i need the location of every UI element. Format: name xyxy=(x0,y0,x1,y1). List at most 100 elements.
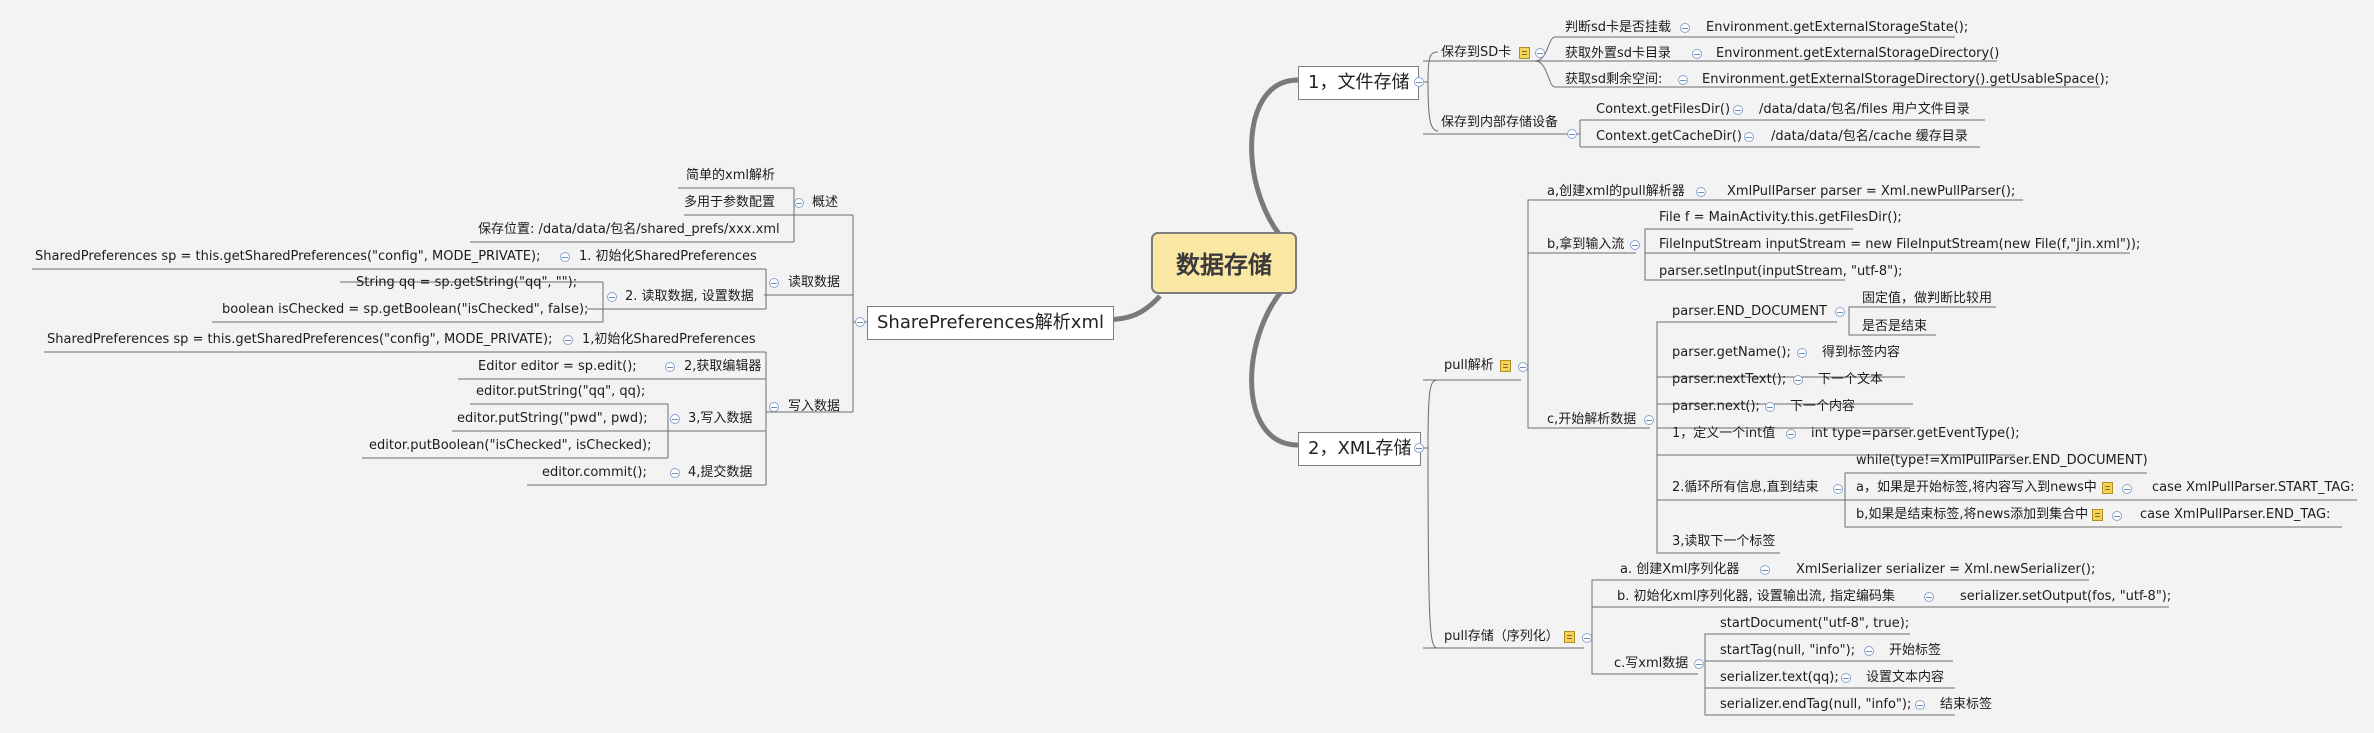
file-storage-node[interactable]: 1，文件存储 xyxy=(1298,66,1420,100)
end-tag-ser-code[interactable]: serializer.endTag(null, "info"); xyxy=(1720,697,1912,712)
ser-a-label[interactable]: a. 创建Xml序列化器 xyxy=(1620,562,1740,577)
collapse-toggle-icon[interactable] xyxy=(1765,402,1775,412)
collapse-toggle-icon[interactable] xyxy=(1835,307,1845,317)
get-name-desc[interactable]: 得到标签内容 xyxy=(1822,345,1901,360)
collapse-toggle-icon[interactable] xyxy=(1793,375,1803,385)
text-ser-desc[interactable]: 设置文本内容 xyxy=(1866,670,1945,685)
collapse-toggle-icon[interactable] xyxy=(1414,443,1424,453)
collapse-toggle-icon[interactable] xyxy=(769,402,779,412)
sd-space-code[interactable]: Environment.getExternalStorageDirectory(… xyxy=(1702,72,2110,87)
collapse-toggle-icon[interactable] xyxy=(769,278,779,288)
pull-b-item-1[interactable]: File f = MainActivity.this.getFilesDir()… xyxy=(1659,210,1902,225)
sharepreferences-node[interactable]: SharePreferences解析xml xyxy=(867,306,1114,340)
start-tag-label[interactable]: a，如果是开始标签,将内容写入到news中 xyxy=(1856,480,2097,495)
next-desc[interactable]: 下一个内容 xyxy=(1790,399,1856,414)
collapse-toggle-icon[interactable] xyxy=(1567,129,1577,139)
read-init-code[interactable]: SharedPreferences sp = this.getSharedPre… xyxy=(35,249,541,264)
collapse-toggle-icon[interactable] xyxy=(1582,633,1592,643)
collapse-toggle-icon[interactable] xyxy=(1915,700,1925,710)
collapse-toggle-icon[interactable] xyxy=(1696,187,1706,197)
read-boolean-code[interactable]: boolean isChecked = sp.getBoolean("isChe… xyxy=(222,302,589,317)
collapse-toggle-icon[interactable] xyxy=(563,335,573,345)
collapse-toggle-icon[interactable] xyxy=(794,198,804,208)
collapse-toggle-icon[interactable] xyxy=(1692,49,1702,59)
write-init-code[interactable]: SharedPreferences sp = this.getSharedPre… xyxy=(47,332,553,347)
files-dir-code[interactable]: Context.getFilesDir() xyxy=(1596,102,1731,117)
write-init-label[interactable]: 1,初始化SharedPreferences xyxy=(582,332,756,347)
sd-dir-label[interactable]: 获取外置sd卡目录 xyxy=(1565,46,1672,61)
collapse-toggle-icon[interactable] xyxy=(1760,565,1770,575)
text-ser-code[interactable]: serializer.text(qq); xyxy=(1720,670,1839,685)
write-editor-code[interactable]: Editor editor = sp.edit(); xyxy=(478,359,637,374)
root-node[interactable]: 数据存储 xyxy=(1151,232,1297,294)
step1-label[interactable]: 1，定义一个int值 xyxy=(1672,426,1776,441)
read-set-label[interactable]: 2. 读取数据, 设置数据 xyxy=(625,289,754,304)
write-commit-code[interactable]: editor.commit(); xyxy=(542,465,647,480)
collapse-toggle-icon[interactable] xyxy=(1733,105,1743,115)
overview-params[interactable]: 多用于参数配置 xyxy=(684,195,776,210)
pull-serialize-node[interactable]: pull存储（序列化） xyxy=(1444,629,1559,644)
end-document-fixed[interactable]: 固定值，做判断比较用 xyxy=(1862,291,1993,306)
step3-label[interactable]: 3,读取下一个标签 xyxy=(1672,534,1776,549)
write-put-label[interactable]: 3,写入数据 xyxy=(688,411,753,426)
ser-c-label[interactable]: c.写xml数据 xyxy=(1614,656,1689,671)
write-commit-label[interactable]: 4,提交数据 xyxy=(688,465,753,480)
read-string-code[interactable]: String qq = sp.getString("qq", ""); xyxy=(356,275,578,290)
note-icon[interactable] xyxy=(2092,509,2103,521)
internal-storage-node[interactable]: 保存到内部存储设备 xyxy=(1441,115,1559,130)
collapse-toggle-icon[interactable] xyxy=(1864,646,1874,656)
end-document-code[interactable]: parser.END_DOCUMENT xyxy=(1672,304,1827,319)
sd-dir-code[interactable]: Environment.getExternalStorageDirectory(… xyxy=(1716,46,2000,61)
collapse-toggle-icon[interactable] xyxy=(1644,415,1654,425)
start-document-code[interactable]: startDocument("utf-8", true); xyxy=(1720,616,1910,631)
next-text-desc[interactable]: 下一个文本 xyxy=(1818,372,1884,387)
pull-b-label[interactable]: b,拿到输入流 xyxy=(1547,237,1625,252)
xml-storage-node[interactable]: 2，XML存储 xyxy=(1298,432,1422,466)
sd-space-label[interactable]: 获取sd剩余空间: xyxy=(1565,72,1663,87)
collapse-toggle-icon[interactable] xyxy=(1518,362,1528,372)
collapse-toggle-icon[interactable] xyxy=(2122,484,2132,494)
note-icon[interactable] xyxy=(1500,360,1511,372)
collapse-toggle-icon[interactable] xyxy=(1797,348,1807,358)
collapse-toggle-icon[interactable] xyxy=(2112,511,2122,521)
overview-location[interactable]: 保存位置: /data/data/包名/shared_prefs/xxx.xml xyxy=(478,222,780,237)
step1-code[interactable]: int type=parser.getEventType(); xyxy=(1811,426,2020,441)
ser-b-code[interactable]: serializer.setOutput(fos, "utf-8"); xyxy=(1960,589,2172,604)
step2-label[interactable]: 2.循环所有信息,直到结束 xyxy=(1672,480,1819,495)
cache-dir-code[interactable]: Context.getCacheDir() xyxy=(1596,129,1742,144)
write-editor-label[interactable]: 2,获取编辑器 xyxy=(684,359,762,374)
collapse-toggle-icon[interactable] xyxy=(1535,48,1545,58)
start-tag-ser-desc[interactable]: 开始标签 xyxy=(1889,643,1942,658)
note-icon[interactable] xyxy=(1564,631,1575,643)
pull-c-label[interactable]: c,开始解析数据 xyxy=(1547,412,1637,427)
read-init-label[interactable]: 1. 初始化SharedPreferences xyxy=(579,249,757,264)
ser-b-label[interactable]: b. 初始化xml序列化器, 设置输出流, 指定编码集 xyxy=(1617,589,1896,604)
sd-check-code[interactable]: Environment.getExternalStorageState(); xyxy=(1706,20,1969,35)
next-code[interactable]: parser.next(); xyxy=(1672,399,1760,414)
sd-check-label[interactable]: 判断sd卡是否挂载 xyxy=(1565,20,1672,35)
end-tag-ser-desc[interactable]: 结束标签 xyxy=(1940,697,1993,712)
write-node[interactable]: 写入数据 xyxy=(788,399,841,414)
pull-b-item-2[interactable]: FileInputStream inputStream = new FileIn… xyxy=(1659,237,2141,252)
next-text-code[interactable]: parser.nextText(); xyxy=(1672,372,1787,387)
collapse-toggle-icon[interactable] xyxy=(665,362,675,372)
overview-simple[interactable]: 简单的xml解析 xyxy=(686,168,775,183)
get-name-code[interactable]: parser.getName(); xyxy=(1672,345,1791,360)
collapse-toggle-icon[interactable] xyxy=(1833,484,1843,494)
collapse-toggle-icon[interactable] xyxy=(560,252,570,262)
collapse-toggle-icon[interactable] xyxy=(1678,75,1688,85)
start-tag-code[interactable]: case XmlPullParser.START_TAG: xyxy=(2152,480,2355,495)
sd-card-node[interactable]: 保存到SD卡 xyxy=(1441,45,1512,60)
write-put-qq[interactable]: editor.putString("qq", qq); xyxy=(476,384,646,399)
collapse-toggle-icon[interactable] xyxy=(670,414,680,424)
read-node[interactable]: 读取数据 xyxy=(788,275,841,290)
pull-parse-node[interactable]: pull解析 xyxy=(1444,358,1494,373)
note-icon[interactable] xyxy=(2102,482,2113,494)
pull-a-label[interactable]: a,创建xml的pull解析器 xyxy=(1547,184,1685,199)
collapse-toggle-icon[interactable] xyxy=(1414,77,1424,87)
collapse-toggle-icon[interactable] xyxy=(1841,673,1851,683)
collapse-toggle-icon[interactable] xyxy=(670,468,680,478)
collapse-toggle-icon[interactable] xyxy=(607,292,617,302)
pull-a-code[interactable]: XmlPullParser parser = Xml.newPullParser… xyxy=(1727,184,2016,199)
note-icon[interactable] xyxy=(1519,47,1530,59)
